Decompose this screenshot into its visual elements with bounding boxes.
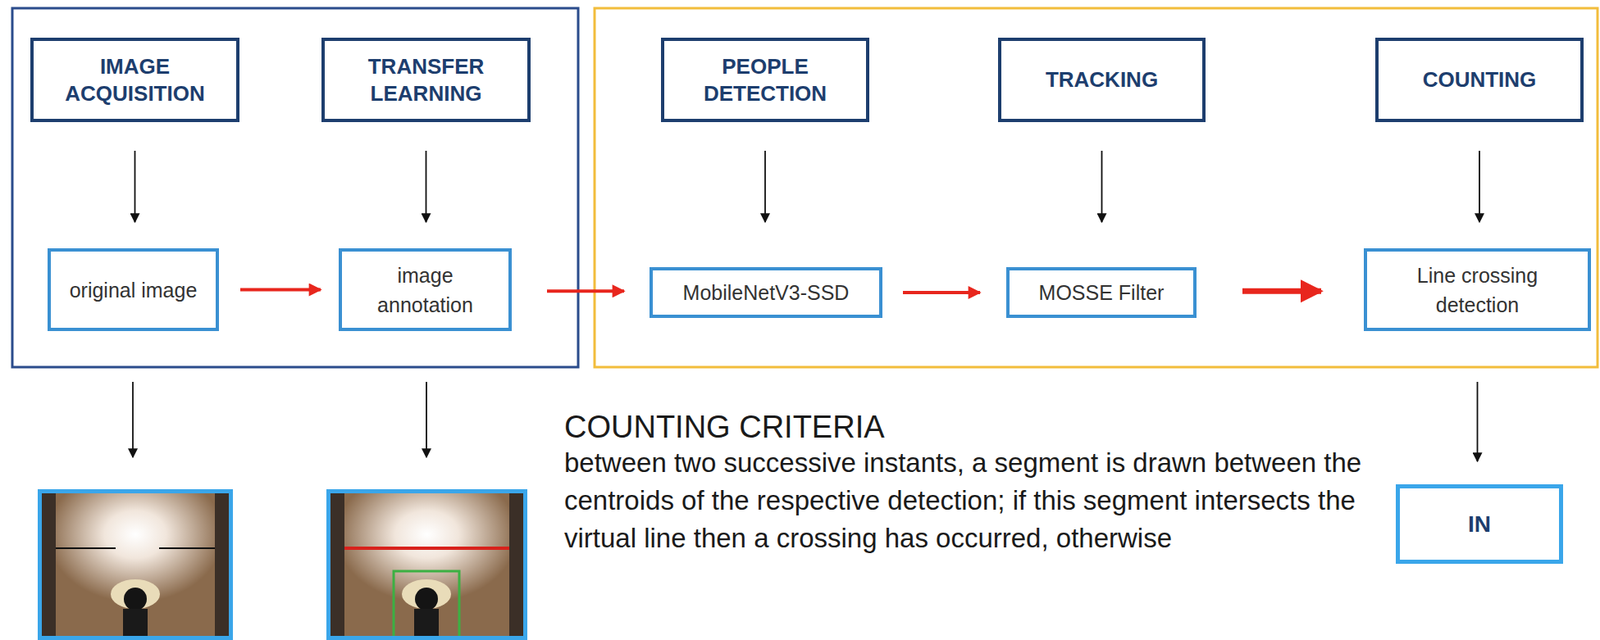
node-text: COUNTING xyxy=(1422,66,1537,94)
stage-header: TRANSFER LEARNING xyxy=(321,37,531,123)
flow-arrow xyxy=(902,291,981,295)
flow-arrow xyxy=(547,289,625,293)
stage-header: PEOPLE DETECTION xyxy=(660,37,870,123)
node-text: TRANSFER LEARNING xyxy=(332,53,520,108)
node-text: MOSSE Filter xyxy=(1039,278,1165,308)
stage-header: IMAGE ACQUISITION xyxy=(30,37,240,123)
node-text: IN xyxy=(1467,511,1491,538)
note-text: between two successive instants, a segme… xyxy=(564,444,1385,558)
process-box: image annotation xyxy=(338,248,512,332)
flow-arrow xyxy=(425,150,428,223)
flow-arrow xyxy=(1242,288,1322,295)
process-box: original image xyxy=(47,248,219,332)
group-frame xyxy=(12,8,579,368)
flow-arrow xyxy=(1476,382,1479,462)
node-text: Line crossing detection xyxy=(1375,260,1580,320)
stage-header: COUNTING xyxy=(1375,37,1584,123)
flow-arrow xyxy=(1101,150,1104,223)
flow-arrow xyxy=(240,288,321,292)
flow-arrow xyxy=(134,150,137,223)
node-text: PEOPLE DETECTION xyxy=(672,53,858,108)
node-text: MobileNetV3-SSD xyxy=(683,278,850,308)
annotated-image xyxy=(326,489,528,640)
arrow xyxy=(425,382,428,458)
stage-header: TRACKING xyxy=(998,37,1206,123)
flow-arrow xyxy=(1478,150,1481,223)
process-box: Line crossing detection xyxy=(1363,248,1591,332)
group-frame xyxy=(594,8,1598,368)
arrow xyxy=(132,382,134,458)
node-text: IMAGE ACQUISITION xyxy=(41,53,228,108)
node-text: image annotation xyxy=(350,260,501,320)
node-text: TRACKING xyxy=(1045,66,1158,94)
camera-image xyxy=(37,489,233,640)
section-heading: COUNTING CRITERIA xyxy=(564,408,1368,447)
process-box: MobileNetV3-SSD xyxy=(649,267,883,319)
flow-arrow xyxy=(764,150,766,223)
output-box: IN xyxy=(1395,484,1564,565)
node-text: original image xyxy=(69,275,198,306)
process-box: MOSSE Filter xyxy=(1006,267,1197,319)
